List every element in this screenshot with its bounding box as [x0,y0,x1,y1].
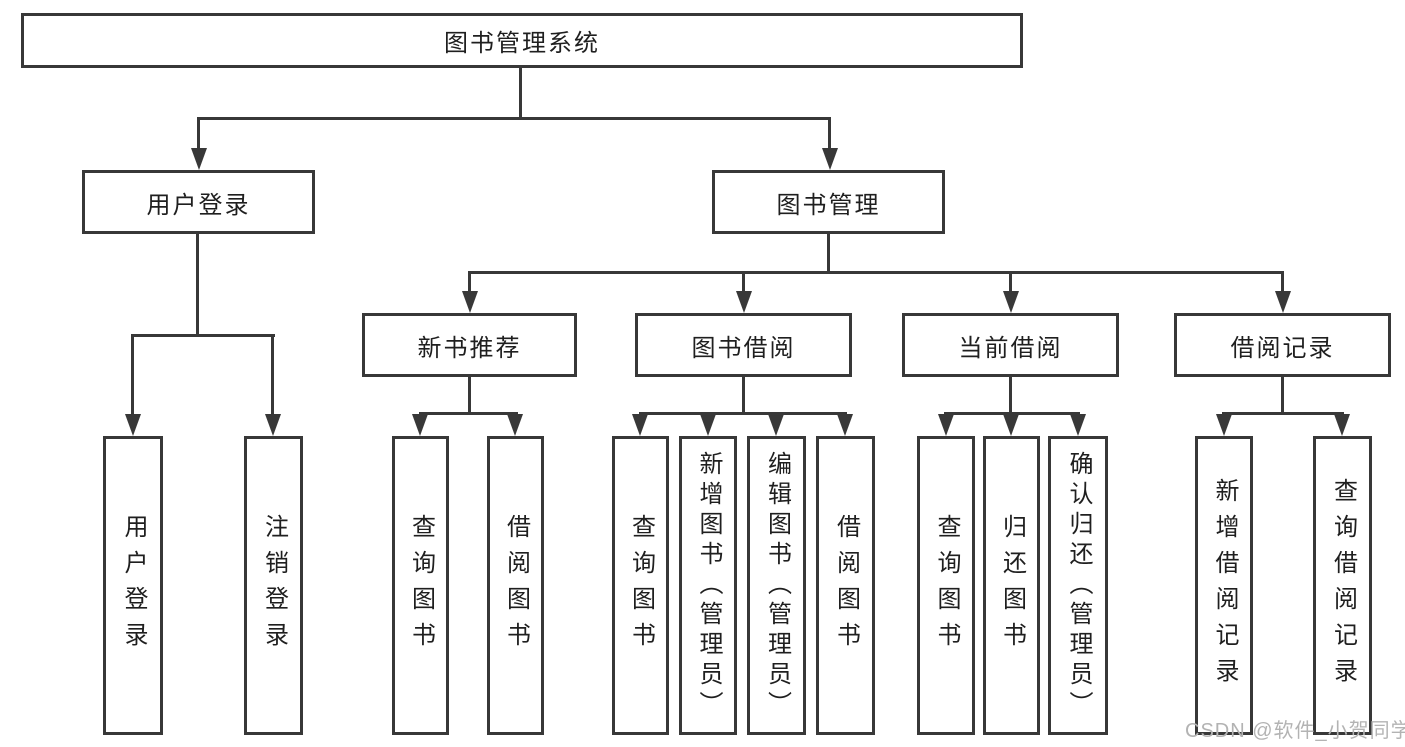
leaf-confirm-return-admin-label: 确认归还（管理员） [1065,450,1092,721]
leaf-borrow-books-1: 借阅图书 [487,436,544,735]
arrowhead-book-borrow-icon [736,291,752,313]
leaf-query-books-3: 查询图书 [917,436,975,735]
connector-borrow-records-shaft [1281,271,1284,293]
arrowhead-leaf-c3-icon [768,414,784,436]
node-book-borrow: 图书借阅 [635,313,852,377]
node-user-login-label: 用户登录 [146,191,251,219]
leaf-edit-books-admin: 编辑图书（管理员） [747,436,806,735]
leaf-return-books: 归还图书 [983,436,1040,735]
arrowhead-new-books-icon [462,291,478,313]
leaf-add-borrow-record: 新增借阅记录 [1195,436,1253,735]
leaf-user-login: 用户登录 [103,436,163,735]
leaf-user-login-label: 用户登录 [120,513,147,658]
connector-level2-branch [197,117,831,120]
leaf-query-books-2-label: 查询图书 [627,513,655,658]
node-user-login: 用户登录 [82,170,315,234]
arrowhead-leaf-d3-icon [1070,414,1086,436]
node-book-mgmt: 图书管理 [712,170,945,234]
leaf-query-borrow-record: 查询借阅记录 [1313,436,1372,735]
arrowhead-leaf-b1-icon [412,414,428,436]
leaf-query-books-2: 查询图书 [612,436,669,735]
leaf-borrow-books-2: 借阅图书 [816,436,875,735]
arrowhead-book-mgmt-icon [822,148,838,170]
leaf-logout-label: 注销登录 [260,513,288,658]
node-book-borrow-label: 图书借阅 [691,334,796,362]
connector-book-mgmt-shaft [828,117,831,150]
leaf-edit-books-admin-label: 编辑图书（管理员） [763,450,791,721]
leaf-logout: 注销登录 [244,436,303,735]
connector-user-login-shaft [197,117,200,150]
arrowhead-leaf-e1-icon [1216,414,1232,436]
node-book-mgmt-label: 图书管理 [776,191,881,219]
connector-leaf-a2-shaft [271,334,274,416]
connector-current-borrow-stem [1009,377,1012,415]
connector-leaf-a1-shaft [131,334,134,416]
node-root: 图书管理系统 [21,13,1023,68]
node-new-books: 新书推荐 [362,313,577,377]
leaf-query-books-1-label: 查询图书 [407,513,435,658]
node-current-borrow: 当前借阅 [902,313,1119,377]
connector-book-mgmt-stem [827,234,830,274]
node-current-borrow-label: 当前借阅 [958,334,1063,362]
connector-level3-branch [468,271,1284,274]
leaf-query-borrow-record-label: 查询借阅记录 [1329,477,1357,694]
arrowhead-current-borrow-icon [1003,291,1019,313]
connector-current-borrow-shaft [1009,271,1012,293]
connector-book-borrow-shaft [742,271,745,293]
csdn-watermark: CSDN @软件_小贺同学 [1185,720,1405,742]
arrowhead-leaf-c1-icon [632,414,648,436]
connector-new-books-stem [468,377,471,415]
connector-user-login-stem [196,234,199,337]
connector-book-borrow-stem [742,377,745,415]
leaf-query-books-3-label: 查询图书 [933,513,960,658]
arrowhead-leaf-b2-icon [507,414,523,436]
connector-book-borrow-leaves-branch [639,412,847,415]
leaf-add-borrow-record-label: 新增借阅记录 [1211,477,1238,694]
connector-root-stem [519,68,522,120]
arrowhead-leaf-d2-icon [1003,414,1019,436]
arrowhead-user-login-icon [191,148,207,170]
leaf-borrow-books-1-label: 借阅图书 [502,513,530,658]
arrowhead-leaf-a1-icon [125,414,141,436]
leaf-return-books-label: 归还图书 [998,513,1026,658]
node-root-label: 图书管理系统 [444,30,600,57]
node-borrow-records: 借阅记录 [1174,313,1391,377]
leaf-confirm-return-admin: 确认归还（管理员） [1048,436,1108,735]
leaf-add-books-admin: 新增图书（管理员） [679,436,737,735]
connector-new-books-leaves-branch [419,412,518,415]
leaf-borrow-books-2-label: 借阅图书 [832,513,860,658]
connector-user-leaves-branch [131,334,275,337]
connector-borrow-records-stem [1281,377,1284,415]
leaf-query-books-1: 查询图书 [392,436,449,735]
connector-current-borrow-leaves-branch [944,412,1080,415]
node-new-books-label: 新书推荐 [417,334,522,362]
leaf-add-books-admin-label: 新增图书（管理员） [695,450,722,721]
connector-new-books-shaft [468,271,471,293]
node-borrow-records-label: 借阅记录 [1230,334,1335,362]
arrowhead-leaf-c2-icon [700,414,716,436]
connector-borrow-records-leaves-branch [1222,412,1344,415]
arrowhead-leaf-a2-icon [265,414,281,436]
arrowhead-borrow-records-icon [1275,291,1291,313]
arrowhead-leaf-e2-icon [1334,414,1350,436]
arrowhead-leaf-c4-icon [837,414,853,436]
arrowhead-leaf-d1-icon [938,414,954,436]
